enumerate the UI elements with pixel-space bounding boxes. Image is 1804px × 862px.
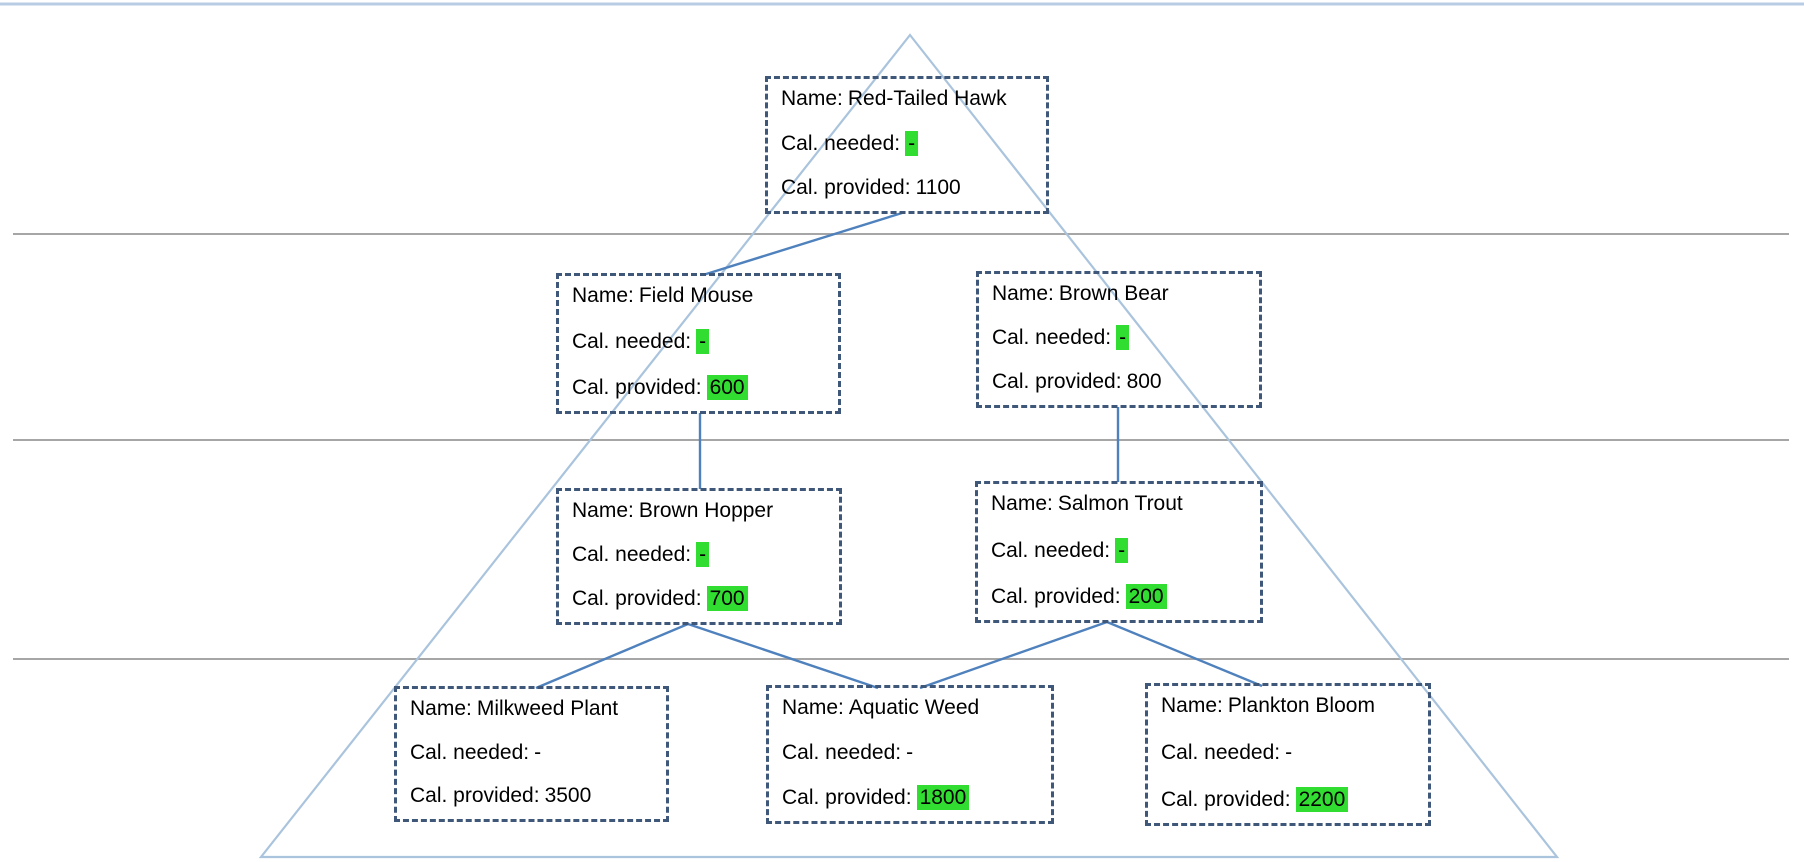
cal-needed-value[interactable]: - <box>905 130 919 156</box>
node-field-mouse[interactable]: Name:Field Mouse Cal. needed:- Cal. prov… <box>556 273 841 414</box>
name-row: Name:Plankton Bloom <box>1161 693 1418 719</box>
cal-provided-value: 3500 <box>544 784 592 807</box>
cal-needed-value[interactable]: - <box>696 542 710 567</box>
name-value: Red-Tailed Hawk <box>847 87 1007 110</box>
name-value: Aquatic Weed <box>848 696 980 719</box>
cal-provided-label: Cal. provided: <box>410 784 540 807</box>
cal-needed-row: Cal. needed:- <box>410 740 656 766</box>
edge-hopper-milkweed <box>535 622 689 690</box>
cal-needed-row: Cal. needed:- <box>781 130 1036 157</box>
cal-provided-row: Cal. provided:2200 <box>1161 787 1418 813</box>
cal-provided-label: Cal. provided: <box>991 585 1121 608</box>
cal-needed-label: Cal. needed: <box>1161 741 1281 764</box>
name-label: Name: <box>782 696 844 719</box>
cal-provided-label: Cal. provided: <box>992 370 1122 393</box>
edge-trout-aquaticweed <box>919 620 1108 690</box>
cal-needed-label: Cal. needed: <box>410 740 530 764</box>
cal-provided-label: Cal. provided: <box>781 176 911 199</box>
cal-provided-row: Cal. provided:700 <box>572 586 829 612</box>
cal-provided-row: Cal. provided:600 <box>572 375 828 401</box>
cal-needed-value: - <box>534 740 542 764</box>
node-aquatic-weed[interactable]: Name:Aquatic Weed Cal. needed:- Cal. pro… <box>766 685 1054 824</box>
name-value: Brown Bear <box>1058 282 1169 305</box>
cal-needed-label: Cal. needed: <box>782 741 902 764</box>
name-value: Field Mouse <box>638 284 754 307</box>
name-label: Name: <box>992 282 1054 305</box>
name-row: Name:Brown Bear <box>992 281 1249 307</box>
cal-needed-label: Cal. needed: <box>572 543 692 566</box>
cal-provided-label: Cal. provided: <box>1161 788 1291 811</box>
cal-needed-label: Cal. needed: <box>991 538 1111 562</box>
cal-needed-row: Cal. needed:- <box>1161 740 1418 766</box>
name-label: Name: <box>1161 694 1223 717</box>
node-salmon-trout[interactable]: Name:Salmon Trout Cal. needed:- Cal. pro… <box>975 481 1263 623</box>
name-value: Plankton Bloom <box>1227 694 1375 717</box>
name-row: Name:Aquatic Weed <box>782 695 1041 721</box>
cal-needed-value[interactable]: - <box>1116 325 1130 350</box>
cal-provided-value[interactable]: 700 <box>706 586 748 611</box>
name-row: Name:Brown Hopper <box>572 498 829 524</box>
name-row: Name:Milkweed Plant <box>410 696 656 722</box>
node-brown-bear[interactable]: Name:Brown Bear Cal. needed:- Cal. provi… <box>976 271 1262 408</box>
cal-needed-value[interactable]: - <box>1115 537 1129 563</box>
cal-needed-row: Cal. needed:- <box>992 325 1249 351</box>
node-plankton-bloom[interactable]: Name:Plankton Bloom Cal. needed:- Cal. p… <box>1145 683 1431 826</box>
node-red-tailed-hawk[interactable]: Name:Red-Tailed Hawk Cal. needed:- Cal. … <box>765 76 1049 214</box>
cal-provided-value: 1100 <box>915 176 961 199</box>
edge-hawk-fieldmouse <box>702 211 903 277</box>
name-row: Name:Red-Tailed Hawk <box>781 86 1036 112</box>
cal-provided-label: Cal. provided: <box>572 587 702 610</box>
edge-hopper-aquaticweed <box>687 622 879 690</box>
cal-provided-value[interactable]: 600 <box>706 375 748 400</box>
cal-provided-row: Cal. provided:3500 <box>410 783 656 809</box>
name-label: Name: <box>572 499 634 522</box>
cal-needed-row: Cal. needed:- <box>572 542 829 568</box>
cal-provided-value: 800 <box>1126 370 1162 393</box>
cal-needed-label: Cal. needed: <box>572 330 692 353</box>
name-value: Brown Hopper <box>638 499 774 522</box>
name-row: Name:Salmon Trout <box>991 491 1250 517</box>
cal-needed-value: - <box>906 741 914 764</box>
cal-provided-value[interactable]: 2200 <box>1295 787 1349 812</box>
cal-provided-row: Cal. provided:800 <box>992 369 1249 395</box>
name-value: Salmon Trout <box>1057 492 1183 515</box>
name-row: Name:Field Mouse <box>572 283 828 309</box>
cal-needed-value: - <box>1285 741 1293 764</box>
cal-provided-row: Cal. provided:200 <box>991 584 1250 610</box>
cal-provided-label: Cal. provided: <box>782 786 912 809</box>
cal-provided-value[interactable]: 200 <box>1125 584 1167 609</box>
node-brown-hopper[interactable]: Name:Brown Hopper Cal. needed:- Cal. pro… <box>556 488 842 625</box>
cal-provided-row: Cal. provided:1100 <box>781 175 1036 201</box>
name-label: Name: <box>410 697 472 720</box>
cal-needed-label: Cal. needed: <box>781 131 901 155</box>
name-label: Name: <box>991 492 1053 515</box>
name-value: Milkweed Plant <box>476 697 619 720</box>
node-milkweed-plant[interactable]: Name:Milkweed Plant Cal. needed:- Cal. p… <box>394 686 669 822</box>
cal-provided-row: Cal. provided:1800 <box>782 785 1041 811</box>
cal-needed-row: Cal. needed:- <box>782 740 1041 766</box>
edge-trout-plankton <box>1106 620 1263 688</box>
cal-needed-value[interactable]: - <box>696 329 710 354</box>
cal-provided-value[interactable]: 1800 <box>916 785 970 810</box>
pyramid-outline <box>258 33 1560 859</box>
name-label: Name: <box>572 284 634 307</box>
cal-needed-label: Cal. needed: <box>992 326 1112 349</box>
cal-needed-row: Cal. needed:- <box>572 329 828 355</box>
name-label: Name: <box>781 87 843 110</box>
cal-provided-label: Cal. provided: <box>572 376 702 399</box>
cal-needed-row: Cal. needed:- <box>991 537 1250 564</box>
